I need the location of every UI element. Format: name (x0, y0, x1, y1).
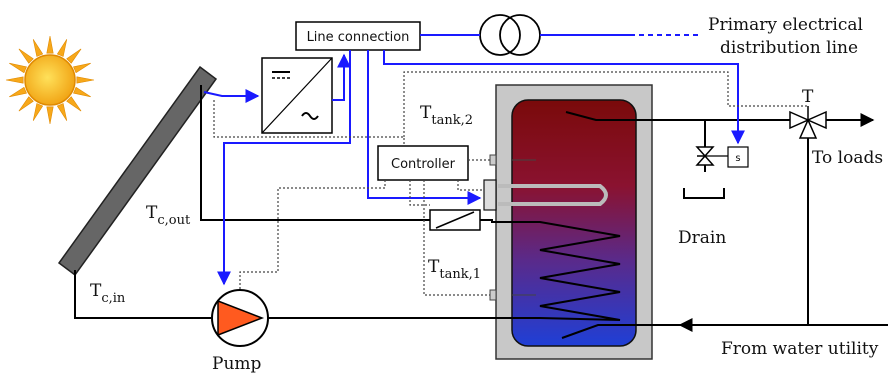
sun-ray (9, 86, 27, 98)
transformer-icon (479, 14, 541, 56)
solenoid-label: s (735, 153, 740, 164)
t-cout-label: Tc,out (146, 203, 191, 228)
controller-label: Controller (391, 157, 456, 172)
t-cin-label: Tc,in (90, 281, 126, 306)
t-tank1-label: Ttank,1 (428, 257, 481, 282)
heating-element-icon (483, 179, 608, 211)
signal-lines (213, 71, 808, 296)
solar-collector (57, 65, 218, 277)
sun-ray (73, 86, 91, 98)
sun-ray (46, 106, 54, 125)
storage-tank (495, 84, 653, 360)
line-connection-box: Line connection (295, 21, 421, 51)
t-tank2-label: Ttank,2 (420, 103, 473, 128)
sun-ray (56, 103, 68, 121)
drain-valve-icon (695, 146, 715, 166)
primary-line-label-1: Primary electrical (708, 15, 863, 35)
sun-ray (56, 39, 68, 57)
sun-ray (18, 96, 34, 112)
sun-ray (76, 76, 95, 84)
sun-ray (46, 35, 54, 54)
sun-ray (73, 62, 91, 74)
electrical-lines (203, 34, 745, 286)
sun-ray (32, 39, 44, 57)
to-loads-label: To loads (812, 148, 883, 168)
water-utility-label: From water utility (721, 339, 879, 359)
sun-ray (5, 76, 24, 84)
hydraulic-pipes (74, 85, 888, 339)
valve-t-label: T (802, 87, 814, 107)
pump-label: Pump (212, 354, 262, 374)
line-connection-label: Line connection (307, 30, 410, 45)
check-valve (429, 209, 481, 231)
primary-line-label-2: distribution line (720, 38, 858, 58)
controller-box: Controller (377, 145, 469, 181)
inverter-icon (261, 57, 333, 134)
sun-ray (66, 48, 82, 64)
sun-ray (18, 48, 34, 64)
sun-ray (66, 96, 82, 112)
solenoid-valve: s (705, 146, 749, 168)
drain-label: Drain (678, 228, 726, 248)
tank-sensors (489, 154, 536, 301)
sun-ray (9, 62, 27, 74)
three-way-valve-icon (789, 106, 827, 139)
pump-icon (211, 289, 269, 347)
labels: Primary electrical distribution line Tta… (90, 15, 883, 374)
sun-icon (5, 35, 95, 125)
sun-ray (32, 103, 44, 121)
